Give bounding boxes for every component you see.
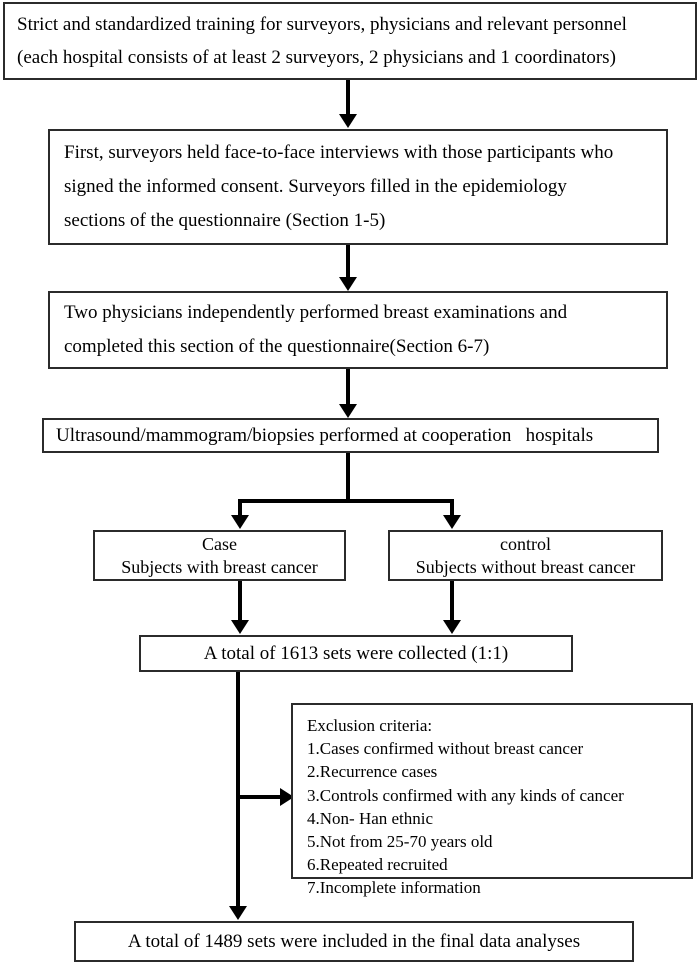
node-collected-line-1: A total of 1613 sets were collected (1:1… <box>203 643 509 664</box>
node-control-line-1: control <box>500 533 551 554</box>
exclusion-item-1: 1.Cases confirmed without breast cancer <box>307 739 584 759</box>
node-case-line-2: Subjects with breast cancer <box>121 556 318 577</box>
node-physicians-line-2: completed this section of the questionna… <box>64 336 490 357</box>
connector-control-to-collected-line <box>450 581 454 621</box>
node-interviews-line-3: sections of the questionnaire (Section 1… <box>64 210 386 231</box>
connector-branch-to-exclusion-line <box>236 795 284 799</box>
node-control-line-2: Subjects without breast cancer <box>415 556 636 577</box>
exclusion-item-3: 3.Controls confirmed with any kinds of c… <box>307 785 624 805</box>
connector-split-right-arrow <box>443 515 461 529</box>
node-physicians: Two physicians independently performed b… <box>48 291 668 369</box>
node-final-line-1: A total of 1489 sets were included in th… <box>127 931 581 952</box>
connector-physicians-to-imaging-line <box>346 369 350 405</box>
connector-collected-to-final-arrow <box>229 906 247 920</box>
node-interviews: First, surveyors held face-to-face inter… <box>48 129 668 245</box>
exclusion-item-5: 5.Not from 25-70 years old <box>307 832 493 852</box>
connector-training-to-interviews-arrow <box>339 114 357 128</box>
connector-collected-to-final-line <box>236 672 240 915</box>
node-training-line-2: (each hospital consists of at least 2 su… <box>17 47 616 68</box>
connector-split-left-drop <box>238 499 242 516</box>
exclusion-heading: Exclusion criteria: <box>307 716 433 735</box>
connector-split-left-arrow <box>231 515 249 529</box>
connector-case-to-collected-line <box>238 581 242 621</box>
connector-interviews-to-physicians-line <box>346 245 350 278</box>
node-imaging-line-1: Ultrasound/mammogram/biopsies performed … <box>56 425 594 446</box>
connector-case-to-collected-arrow <box>231 620 249 634</box>
connector-control-to-collected-arrow <box>443 620 461 634</box>
node-control: control Subjects without breast cancer <box>388 530 663 581</box>
connector-interviews-to-physicians-arrow <box>339 277 357 291</box>
node-interviews-line-2: signed the informed consent. Surveyors f… <box>64 176 567 197</box>
exclusion-item-7: 7.Incomplete information <box>307 878 481 898</box>
exclusion-item-4: 4.Non- Han ethnic <box>307 808 434 828</box>
connector-split-bar <box>238 499 454 503</box>
node-imaging: Ultrasound/mammogram/biopsies performed … <box>42 418 659 453</box>
node-training-line-1: Strict and standardized training for sur… <box>17 14 627 35</box>
connector-split-stem <box>346 453 350 503</box>
exclusion-item-6: 6.Repeated recruited <box>307 855 448 875</box>
node-exclusion-criteria: Exclusion criteria: 1.Cases confirmed wi… <box>291 703 693 897</box>
node-case: Case Subjects with breast cancer <box>93 530 346 581</box>
node-collected: A total of 1613 sets were collected (1:1… <box>139 635 573 672</box>
connector-training-to-interviews-line <box>346 80 350 115</box>
connector-physicians-to-imaging-arrow <box>339 404 357 418</box>
node-interviews-line-1: First, surveyors held face-to-face inter… <box>64 142 614 163</box>
node-final-analysis: A total of 1489 sets were included in th… <box>74 921 634 962</box>
exclusion-item-2: 2.Recurrence cases <box>307 762 438 782</box>
connector-split-right-drop <box>450 499 454 516</box>
node-training: Strict and standardized training for sur… <box>3 2 697 80</box>
connector-branch-to-exclusion-arrow <box>280 788 294 806</box>
node-case-line-1: Case <box>202 533 237 554</box>
node-physicians-line-1: Two physicians independently performed b… <box>64 302 568 323</box>
